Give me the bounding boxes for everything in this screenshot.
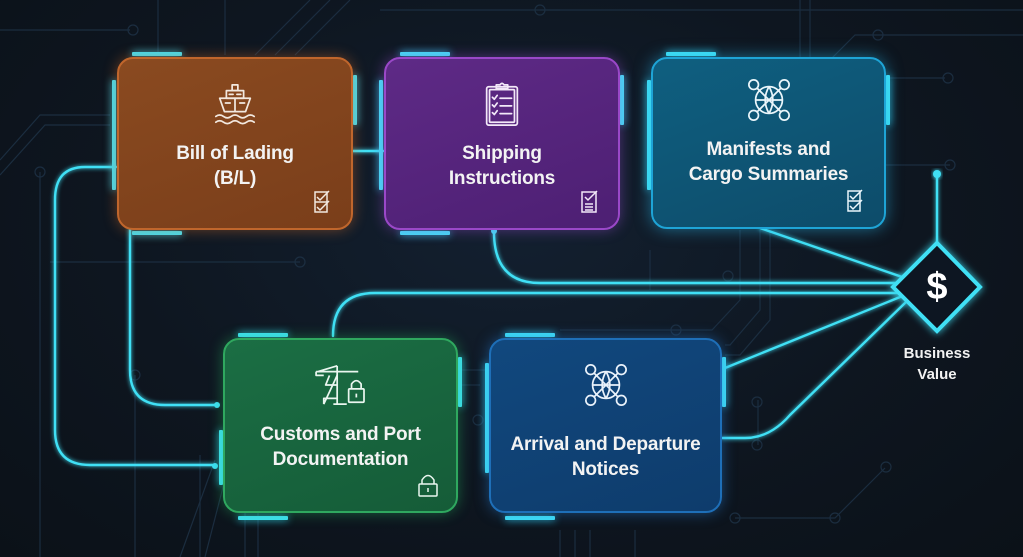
accent-tab [886, 75, 890, 125]
accent-tab [219, 430, 223, 485]
accent-tab [112, 80, 116, 190]
node-title: Arrival and Departure Notices [510, 434, 701, 480]
connector-bl-customs-outer [53, 165, 217, 467]
node-customs[interactable]: Customs and Port Documentation [223, 338, 458, 513]
accent-tab [505, 333, 555, 337]
node-title: Shipping Instructions [448, 143, 556, 189]
globe-network-icon [584, 364, 627, 406]
dollar-symbol: $ [926, 266, 948, 308]
accent-tab [485, 363, 489, 473]
accent-tab [132, 52, 182, 56]
accent-tab [400, 231, 450, 235]
ship-icon [214, 83, 256, 125]
node-manifests[interactable]: Manifests and Cargo Summaries [651, 57, 886, 229]
accent-tab [353, 75, 357, 125]
accent-tab [620, 75, 624, 125]
accent-tab [505, 516, 555, 520]
padlock-icon [418, 474, 438, 497]
accent-tab [238, 333, 288, 337]
node-title: Manifests and Cargo Summaries [688, 139, 849, 185]
connector-manifests-hub [758, 226, 907, 280]
connector-shipping-hub [492, 230, 902, 285]
crane-lock-icon [314, 365, 365, 406]
stem-dot [933, 170, 941, 178]
connector-arrival-hub-upper [723, 293, 907, 370]
connector-arrival-hub-lower [720, 300, 908, 440]
accent-tab [458, 357, 462, 407]
accent-tab [647, 80, 651, 190]
accent-tab [132, 231, 182, 235]
checklist-doc-icon [581, 190, 598, 213]
accent-tab [379, 80, 383, 190]
connector-bl-customs-inner [128, 226, 219, 407]
node-bill-of-lading[interactable]: Bill of Lading (B/L) [117, 57, 353, 230]
connector-customs-hub [331, 291, 902, 338]
double-checkbox-icon [847, 189, 863, 212]
accent-tab [238, 516, 288, 520]
node-title: Customs and Port Documentation [260, 424, 421, 470]
globe-network-icon [747, 79, 790, 121]
accent-tab [722, 357, 726, 407]
node-shipping-instructions[interactable]: Shipping Instructions [384, 57, 620, 230]
node-title: Bill of Lading (B/L) [176, 143, 294, 189]
hub-label: Business Value [903, 345, 971, 383]
clipboard-checklist-icon [485, 82, 519, 126]
double-checkbox-icon [314, 190, 330, 213]
accent-tab [400, 52, 450, 56]
accent-tab [666, 52, 716, 56]
node-arrival-departure[interactable]: Arrival and Departure Notices [489, 338, 722, 513]
